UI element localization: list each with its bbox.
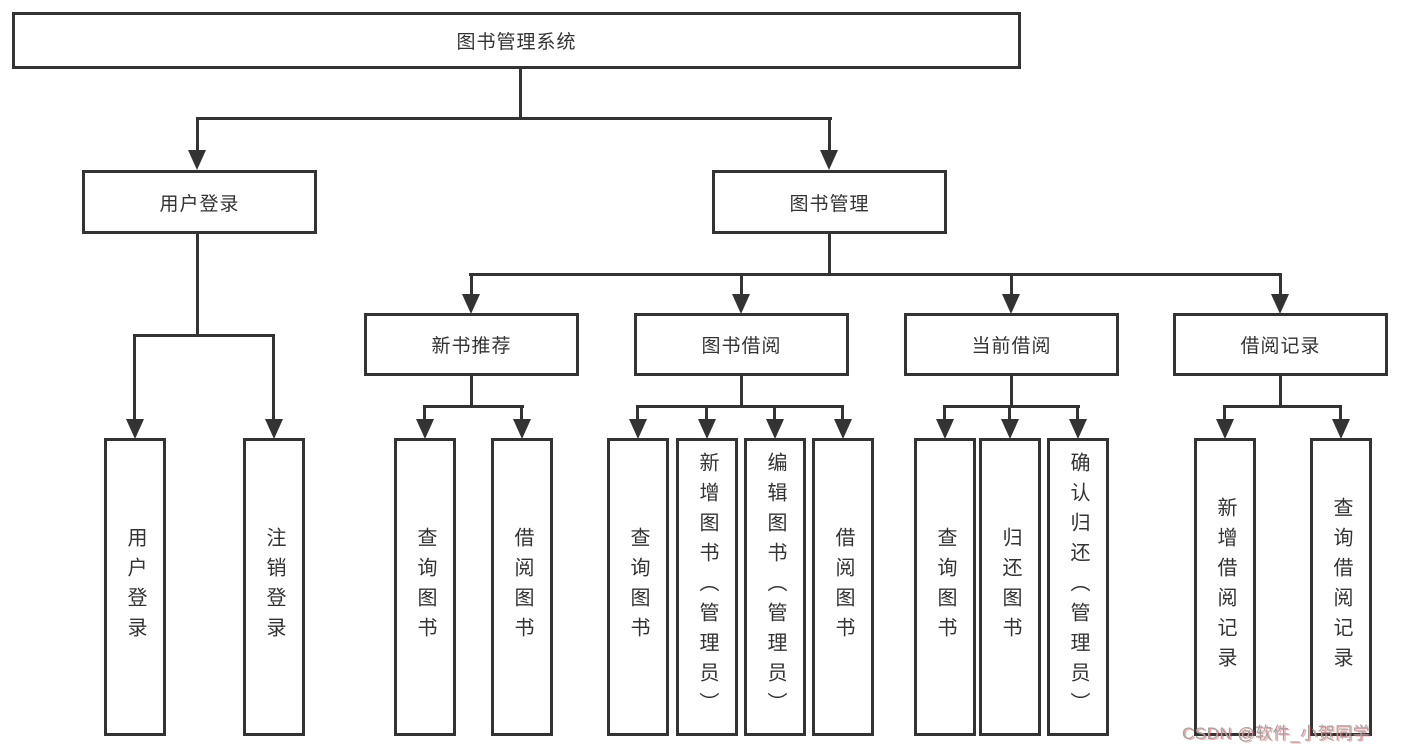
connector-vline (272, 334, 275, 421)
arrow-down-icon (416, 419, 434, 439)
arrow-down-icon (188, 150, 206, 170)
arrow-down-icon (936, 419, 954, 439)
node-user-login-label: 用户登录 (159, 193, 240, 215)
connector-hline (1223, 405, 1342, 408)
watermark: CSDN @软件_小贺同学 (1182, 724, 1371, 743)
arrow-down-icon (1069, 419, 1087, 439)
leaf-query-books-borrowing: 查询图书 (607, 438, 669, 736)
leaf-logout-label: 注销登录 (263, 527, 285, 647)
leaf-add-book-admin: 新增图书（管理员） (676, 438, 738, 736)
connector-vline (1076, 405, 1079, 422)
leaf-add-borrow-record: 新增借阅记录 (1194, 438, 1256, 736)
connector-vline (636, 405, 639, 422)
connector-vline (1339, 405, 1342, 422)
connector-vline (1223, 405, 1226, 422)
connector-vline (943, 405, 946, 422)
connector-hline (636, 405, 844, 408)
node-book-borrowing-label: 图书借阅 (701, 336, 782, 357)
connector-vline (133, 334, 136, 421)
leaf-query-books-recommend-label: 查询图书 (414, 527, 436, 647)
leaf-borrow-books-recommend: 借阅图书 (491, 438, 553, 736)
connector-vline (470, 273, 473, 297)
connector-vline (828, 234, 831, 275)
arrow-down-icon (820, 150, 838, 170)
leaf-query-books-current: 查询图书 (914, 438, 976, 736)
node-book-borrowing: 图书借阅 (634, 313, 849, 376)
node-book-management-label: 图书管理 (789, 193, 870, 215)
leaf-confirm-return-admin-label: 确认归还（管理员） (1067, 452, 1089, 722)
node-current-borrowing-label: 当前借阅 (971, 336, 1052, 357)
node-new-book-recommend: 新书推荐 (364, 313, 579, 376)
leaf-query-books-borrowing-label: 查询图书 (627, 527, 649, 647)
arrow-down-icon (629, 419, 647, 439)
connector-vline (470, 376, 473, 407)
leaf-query-borrow-record-label: 查询借阅记录 (1330, 497, 1352, 677)
arrow-down-icon (698, 419, 716, 439)
connector-vline (1010, 273, 1013, 297)
arrow-down-icon (1001, 419, 1019, 439)
connector-vline (1010, 376, 1013, 407)
arrow-down-icon (126, 419, 144, 439)
node-current-borrowing: 当前借阅 (904, 313, 1119, 376)
connector-vline (705, 405, 708, 422)
leaf-return-book-label: 归还图书 (999, 527, 1021, 647)
connector-vline (1008, 405, 1011, 422)
leaf-edit-book-admin-label: 编辑图书（管理员） (764, 452, 786, 722)
arrow-down-icon (1332, 419, 1350, 439)
arrow-down-icon (732, 294, 750, 314)
arrow-down-icon (766, 419, 784, 439)
connector-vline (520, 405, 523, 422)
connector-vline (740, 376, 743, 407)
arrow-down-icon (462, 294, 480, 314)
arrow-down-icon (1216, 419, 1234, 439)
connector-hline (196, 117, 832, 120)
connector-hline (423, 405, 524, 408)
connector-vline (196, 234, 199, 336)
node-borrow-records-label: 借阅记录 (1240, 336, 1321, 357)
leaf-borrow-books-borrowing-label: 借阅图书 (832, 527, 854, 647)
connector-vline (841, 405, 844, 422)
leaf-borrow-books-recommend-label: 借阅图书 (511, 527, 533, 647)
connector-hline (133, 334, 275, 337)
leaf-user-login-label: 用户登录 (124, 527, 146, 647)
node-new-book-recommend-label: 新书推荐 (431, 336, 512, 357)
leaf-edit-book-admin: 编辑图书（管理员） (744, 438, 806, 736)
leaf-query-books-current-label: 查询图书 (934, 527, 956, 647)
node-library-system-label: 图书管理系统 (456, 32, 577, 53)
leaf-user-login: 用户登录 (104, 438, 166, 736)
leaf-add-book-admin-label: 新增图书（管理员） (696, 452, 718, 722)
node-book-management: 图书管理 (712, 170, 947, 234)
leaf-logout: 注销登录 (243, 438, 305, 736)
arrow-down-icon (1271, 294, 1289, 314)
leaf-return-book: 归还图书 (979, 438, 1041, 736)
connector-vline (196, 117, 199, 153)
connector-vline (1279, 273, 1282, 297)
leaf-borrow-books-borrowing: 借阅图书 (812, 438, 874, 736)
arrow-down-icon (1002, 294, 1020, 314)
node-borrow-records: 借阅记录 (1173, 313, 1388, 376)
leaf-add-borrow-record-label: 新增借阅记录 (1214, 497, 1236, 677)
connector-vline (423, 405, 426, 422)
leaf-query-borrow-record: 查询借阅记录 (1310, 438, 1372, 736)
connector-vline (740, 273, 743, 297)
node-user-login: 用户登录 (82, 170, 317, 234)
connector-hline (943, 405, 1080, 408)
connector-vline (519, 69, 522, 119)
node-library-system: 图书管理系统 (12, 12, 1021, 69)
connector-hline (469, 273, 1282, 276)
connector-vline (1279, 376, 1282, 407)
arrow-down-icon (265, 419, 283, 439)
leaf-query-books-recommend: 查询图书 (394, 438, 456, 736)
connector-vline (773, 405, 776, 422)
arrow-down-icon (834, 419, 852, 439)
arrow-down-icon (513, 419, 531, 439)
connector-vline (828, 117, 831, 153)
leaf-confirm-return-admin: 确认归还（管理员） (1047, 438, 1109, 736)
